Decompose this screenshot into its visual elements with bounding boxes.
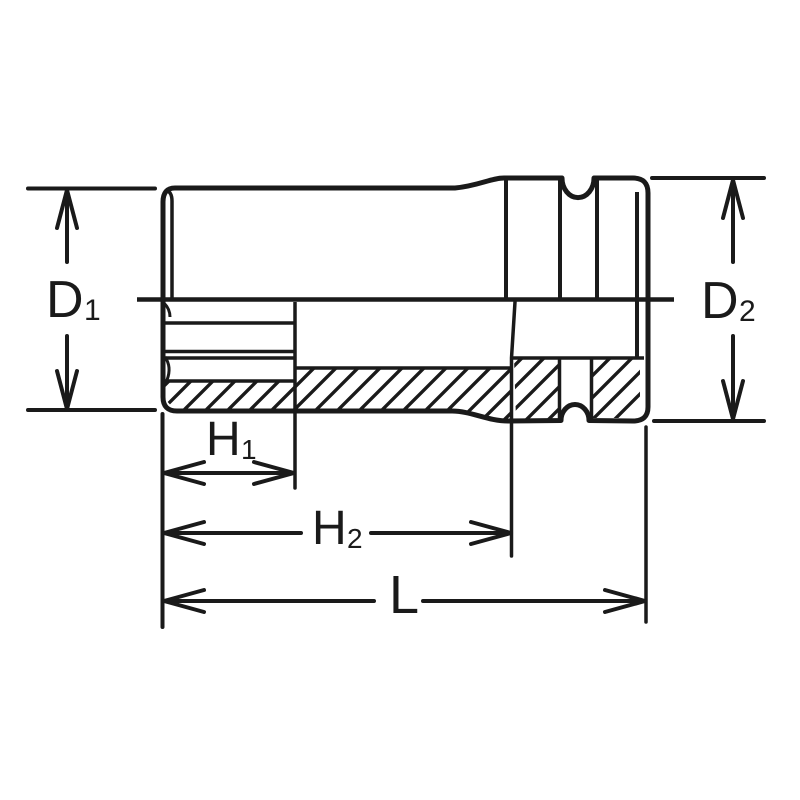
front-chamfer-edge xyxy=(165,188,174,299)
h2-arrow-right xyxy=(469,520,513,546)
l-label-main: L xyxy=(389,565,419,625)
hatch-region-nut-end xyxy=(165,381,294,409)
h1-label-main: H xyxy=(206,413,241,466)
d2-arrow-down xyxy=(721,379,745,421)
dimension-h1 xyxy=(160,409,297,629)
socket-body-view xyxy=(137,175,674,424)
dimension-d2 xyxy=(650,176,766,423)
dimension-d2-label: D 2 xyxy=(701,272,756,330)
dimension-l xyxy=(162,425,648,624)
l-arrow-left xyxy=(162,588,206,614)
h1-label-subscript: 1 xyxy=(241,434,257,465)
socket-outline xyxy=(160,175,651,424)
h2-label-main: H xyxy=(312,502,347,555)
d1-arrow-down xyxy=(55,369,79,411)
lower-half-section-edges xyxy=(162,301,644,419)
d1-label-main: D xyxy=(46,271,84,329)
l-arrow-right xyxy=(603,588,647,614)
dimension-h2 xyxy=(162,300,517,558)
h2-label-subscript: 2 xyxy=(347,523,363,554)
front-chamfer-arc-lower xyxy=(163,356,171,381)
h1-arrow-right xyxy=(252,460,296,486)
d1-arrow-up xyxy=(55,188,79,230)
dimension-d1-label: D 1 xyxy=(46,271,101,329)
section-hatching xyxy=(165,358,640,420)
dimension-h1-label: H 1 xyxy=(206,413,257,466)
d2-arrow-up xyxy=(721,178,745,220)
hatch-region-drive-left xyxy=(514,358,558,419)
hatch-region-drive-right xyxy=(593,358,640,418)
hatch-region-mid-wall xyxy=(296,368,510,420)
h2-extension-right xyxy=(509,300,517,558)
dimension-h2-label: H 2 xyxy=(312,502,363,555)
d1-label-subscript: 1 xyxy=(84,294,101,327)
h2-arrow-left xyxy=(162,520,206,546)
dimension-l-label: L xyxy=(389,565,419,625)
upper-half-edges xyxy=(165,178,639,358)
d2-label-main: D xyxy=(701,272,739,330)
h1-arrow-left xyxy=(162,460,206,486)
front-chamfer-arc-upper xyxy=(162,301,172,318)
d2-label-subscript: 2 xyxy=(739,295,756,328)
dimension-d1 xyxy=(26,186,157,412)
